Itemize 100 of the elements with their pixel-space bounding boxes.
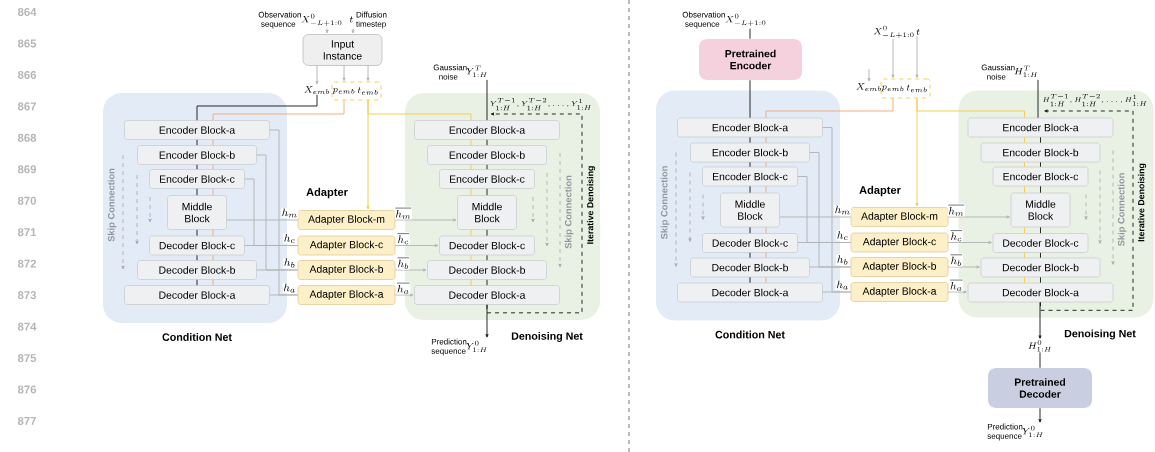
arrow [366,65,370,81]
arrow [891,38,895,78]
edge-label: $h_a$ [282,282,297,294]
edge-label: Iterative Denoising [1137,162,1147,243]
line-number: 867 [17,102,36,111]
connector-line [765,161,767,168]
arrow [947,240,992,245]
block-box: Encoder Block-b [690,142,810,163]
connector-line [486,229,488,237]
connector-line [212,164,214,170]
block-box: Decoder Block-c [439,235,535,256]
block-box: Encoder Block-c [702,166,798,187]
edge-label: $\overline{h_b}$ [396,256,410,270]
arrow [947,265,980,269]
edge-label: $\overline{h_a}$ [949,278,964,292]
block-box: Encoder Block-a [967,117,1114,138]
edge-label: $h_m$ [834,204,852,216]
edge-label: $h_a$ [835,279,850,291]
connector-line [765,276,767,284]
arrow [1038,301,1042,339]
symbol-label: $t_{emb}$ [906,84,927,93]
edge-label: $h_m$ [281,207,299,219]
block-box: Decoder Block-a [414,285,560,305]
connector-line [809,266,852,268]
block-box: Encoder Block-a [414,120,560,140]
panel-heading: Denoising Net [511,332,583,342]
dashed-box [331,81,382,101]
adapter-box: Adapter Block-b [850,257,949,277]
connector-line [1024,136,1025,144]
panel-heading: Denoising Net [1064,329,1136,340]
connector-line [765,136,767,144]
connector-line [749,79,751,119]
line-number: 875 [17,354,37,363]
connector-line [1040,252,1041,259]
block-box: Encoder Block-a [677,117,823,138]
connector-line [470,188,472,196]
connector-line [749,161,751,168]
model-box: Pretrained Decoder [988,368,1092,408]
adapter-box: Adapter Block-c [297,235,396,256]
block-box: Decoder Block-b [427,260,547,280]
annotated-symbol: Gaussian noise $H^{T}_{1:H}$ [981,64,1038,80]
edge-label: Iterative Denoising [586,164,596,245]
line-number: 876 [17,385,37,394]
connector-line [470,229,472,237]
line-number: 868 [17,133,37,142]
dashed-box [880,78,931,99]
connector-line [749,226,751,234]
connector-line [486,139,488,146]
arrow [315,65,319,85]
panel-heading: Condition Net [715,330,785,339]
block-box: Middle Block [1010,192,1071,228]
arrow [325,28,329,34]
connector-line [1024,185,1025,194]
block-box: Encoder Block-a [124,120,270,140]
connector-line [749,136,751,144]
connector-line [226,219,299,221]
connector-line [1024,161,1025,168]
symbol-label: $X^{0}_{-L+1:0}$ [873,25,914,39]
arrow [1038,407,1042,423]
connector-line [196,139,198,146]
connector-line [470,164,472,170]
edge-label: $h_c$ [836,230,850,241]
connector-line [212,99,345,121]
connector-line [1039,351,1041,369]
connector-line [1040,161,1041,168]
edge-label: $h_b$ [283,257,297,269]
sequence-label: $H^{T-1}_{1:H}, H^{T-2}_{1:H}, \ldots, H^{1}_{1:H}$ [1043,93,1147,107]
block-box: Middle Block [457,195,517,230]
block-box: Encoder Block-c [992,166,1089,187]
arrow [394,268,427,272]
block-box: Decoder Block-a [677,282,823,303]
block-box: Decoder Block-b [980,257,1101,278]
symbol-label: $p_{emb}$ [881,85,904,92]
line-number: 865 [17,39,37,48]
block-box: Decoder Block-b [690,257,810,278]
block-box: Decoder Block-b [137,260,257,280]
block-box: Encoder Block-c [439,169,535,189]
vertical-label: Skip Connection [1117,173,1127,247]
block-box: Decoder Block-a [967,282,1114,303]
arrow [342,65,346,81]
connector-line [749,252,751,259]
adapter-box: Adapter Block-m [297,210,396,230]
vertical-label: Skip Connection [564,175,574,249]
connector-line [212,188,214,196]
annotated-symbol: Observation sequence $X^{0}_{-L+1:0}$ [682,11,766,29]
arrow [867,68,871,82]
connector-line [1040,185,1041,194]
connector-line [196,229,198,237]
connector-line [765,252,767,259]
line-number: 872 [17,259,36,268]
block-box: Decoder Block-c [149,235,245,256]
line-number: 870 [17,196,36,205]
adapter-box: Adapter Block-m [850,207,949,227]
connector-line [486,188,488,196]
connector-line [486,79,488,121]
connector-line [797,242,852,243]
block-box: Decoder Block-c [992,233,1089,253]
process-box: Input Instance [302,34,383,66]
arrow [915,35,919,78]
edge-label: $\overline{h_a}$ [396,281,411,295]
